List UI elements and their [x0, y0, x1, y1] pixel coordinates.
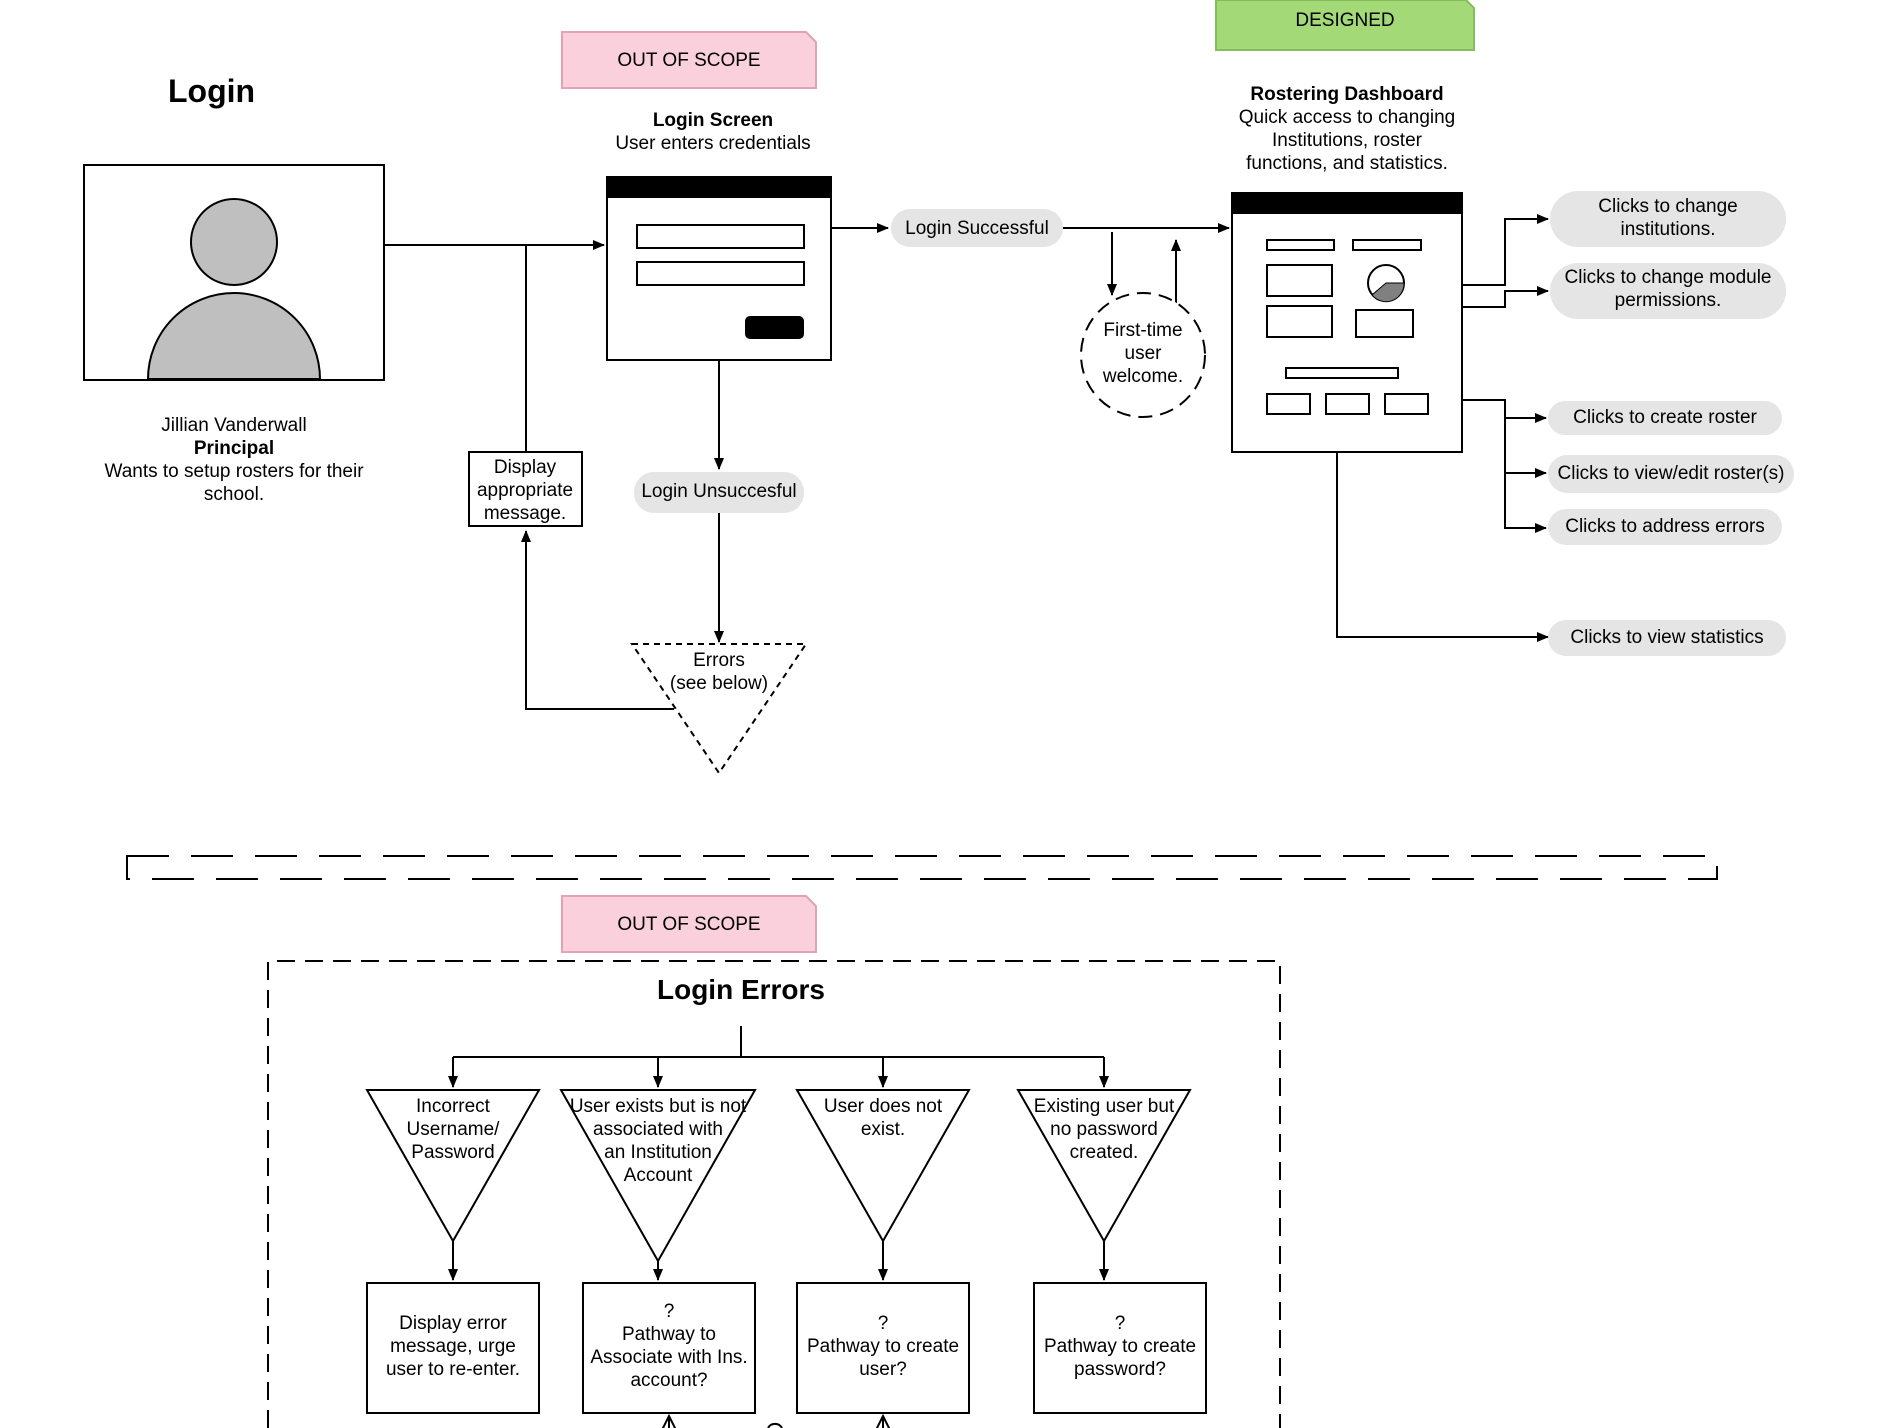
page-title: Login	[168, 73, 255, 109]
result-create-user-pathway: ? Pathway to create user?	[796, 1282, 970, 1414]
svg-text:message, urge: message, urge	[390, 1336, 516, 1357]
login-screen-title: Login Screen	[653, 110, 773, 131]
svg-text:Incorrect: Incorrect	[416, 1096, 491, 1117]
svg-text:welcome.: welcome.	[1102, 366, 1183, 387]
action-view-statistics: Clicks to view statistics	[1548, 620, 1786, 656]
dashboard-title: Rostering Dashboard	[1250, 84, 1443, 105]
login-screen-wireframe	[606, 176, 832, 361]
svg-text:Account: Account	[624, 1165, 693, 1186]
first-time-welcome-node: First-time user welcome.	[1080, 292, 1206, 418]
svg-text:appropriate: appropriate	[477, 480, 573, 501]
error-incorrect-credentials: Incorrect Username/ Password	[365, 1089, 541, 1244]
dashboard-desc-1: Quick access to changing	[1239, 107, 1456, 128]
svg-text:OUT OF SCOPE: OUT OF SCOPE	[617, 50, 760, 71]
login-unsuccessful-label: Login Unsuccesful	[634, 472, 804, 513]
action-view-edit-roster: Clicks to view/edit roster(s)	[1548, 455, 1794, 493]
svg-text:an Institution: an Institution	[604, 1142, 712, 1163]
svg-text:Password: Password	[411, 1142, 494, 1163]
out-of-scope-badge-top: OUT OF SCOPE	[561, 31, 817, 89]
user-icon-head	[190, 198, 278, 286]
persona-goal-2: school.	[204, 484, 264, 505]
persona-name: Jillian Vanderwall	[161, 415, 306, 436]
partial-connector-mark	[767, 1422, 783, 1428]
designed-badge: DESIGNED	[1215, 0, 1475, 51]
svg-text:created.: created.	[1070, 1142, 1139, 1163]
user-icon-body	[146, 292, 322, 380]
svg-text:OUT OF SCOPE: OUT OF SCOPE	[617, 914, 760, 935]
error-no-password: Existing user but no password created.	[1016, 1089, 1192, 1244]
action-address-errors: Clicks to address errors	[1548, 509, 1782, 545]
svg-text:Login Unsuccesful: Login Unsuccesful	[641, 481, 796, 502]
svg-text:?: ?	[664, 1301, 675, 1322]
svg-text:Clicks to change module: Clicks to change module	[1565, 267, 1772, 288]
svg-text:password?: password?	[1074, 1359, 1166, 1380]
persona-card	[83, 164, 385, 381]
svg-text:Pathway to create: Pathway to create	[1044, 1336, 1196, 1357]
errors-node: Errors (see below)	[630, 643, 808, 775]
svg-text:institutions.: institutions.	[1620, 219, 1715, 240]
dashboard-desc-2: Institutions, roster	[1272, 130, 1423, 151]
svg-text:Username/: Username/	[407, 1119, 501, 1140]
persona-goal-1: Wants to setup rosters for their	[104, 461, 364, 482]
dashboard-wireframe	[1231, 192, 1463, 453]
out-of-scope-badge-bottom: OUT OF SCOPE	[561, 895, 817, 953]
svg-text:DESIGNED: DESIGNED	[1295, 10, 1394, 31]
result-display-error: Display error message, urge user to re-e…	[366, 1282, 540, 1414]
svg-text:Pathway to create: Pathway to create	[807, 1336, 959, 1357]
svg-text:permissions.: permissions.	[1615, 290, 1722, 311]
result-associate-pathway: ? Pathway to Associate with Ins. account…	[582, 1282, 756, 1414]
svg-text:Login Successful: Login Successful	[905, 218, 1049, 239]
svg-text:associated with: associated with	[593, 1119, 723, 1140]
svg-text:Associate with Ins.: Associate with Ins.	[590, 1347, 747, 1368]
svg-text:Clicks to view/edit roster(s): Clicks to view/edit roster(s)	[1558, 463, 1785, 484]
svg-text:Display error: Display error	[399, 1313, 507, 1334]
svg-text:Clicks to create roster: Clicks to create roster	[1573, 407, 1757, 428]
svg-text:Existing user but: Existing user but	[1034, 1096, 1175, 1117]
svg-text:Pathway to: Pathway to	[622, 1324, 716, 1345]
svg-text:exist.: exist.	[861, 1119, 905, 1140]
dashboard-desc-3: functions, and statistics.	[1246, 153, 1448, 174]
svg-text:First-time: First-time	[1103, 320, 1182, 341]
login-screen-subtitle: User enters credentials	[615, 133, 810, 154]
svg-text:Clicks to change: Clicks to change	[1598, 196, 1737, 217]
svg-text:user: user	[1125, 343, 1163, 364]
svg-text:message.: message.	[484, 503, 566, 524]
error-user-not-associated: User exists but is not associated with a…	[559, 1089, 757, 1264]
svg-text:(see below): (see below)	[670, 673, 768, 694]
action-create-roster: Clicks to create roster	[1548, 401, 1782, 435]
svg-text:Clicks to view statistics: Clicks to view statistics	[1570, 627, 1763, 648]
login-successful-label: Login Successful	[891, 209, 1063, 247]
persona-role: Principal	[194, 438, 274, 459]
svg-text:no password: no password	[1050, 1119, 1158, 1140]
svg-text:?: ?	[878, 1313, 889, 1334]
svg-text:user to re-enter.: user to re-enter.	[386, 1359, 520, 1380]
login-errors-container	[267, 960, 1281, 1428]
svg-text:User exists but is not: User exists but is not	[570, 1096, 747, 1117]
svg-text:?: ?	[1115, 1313, 1126, 1334]
section-divider	[126, 855, 1718, 880]
svg-text:account?: account?	[630, 1370, 707, 1391]
result-create-password-pathway: ? Pathway to create password?	[1033, 1282, 1207, 1414]
svg-text:User does not: User does not	[824, 1096, 943, 1117]
svg-text:Clicks to address errors: Clicks to address errors	[1565, 516, 1765, 537]
svg-text:Display: Display	[494, 457, 557, 478]
svg-text:user?: user?	[859, 1359, 907, 1380]
action-change-institutions: Clicks to change institutions.	[1550, 191, 1786, 247]
error-user-does-not-exist: User does not exist.	[795, 1089, 971, 1244]
display-message-node: Display appropriate message.	[468, 451, 583, 527]
action-change-module-permissions: Clicks to change module permissions.	[1550, 263, 1786, 319]
login-errors-title: Login Errors	[657, 974, 825, 1005]
svg-text:Errors: Errors	[693, 650, 745, 671]
